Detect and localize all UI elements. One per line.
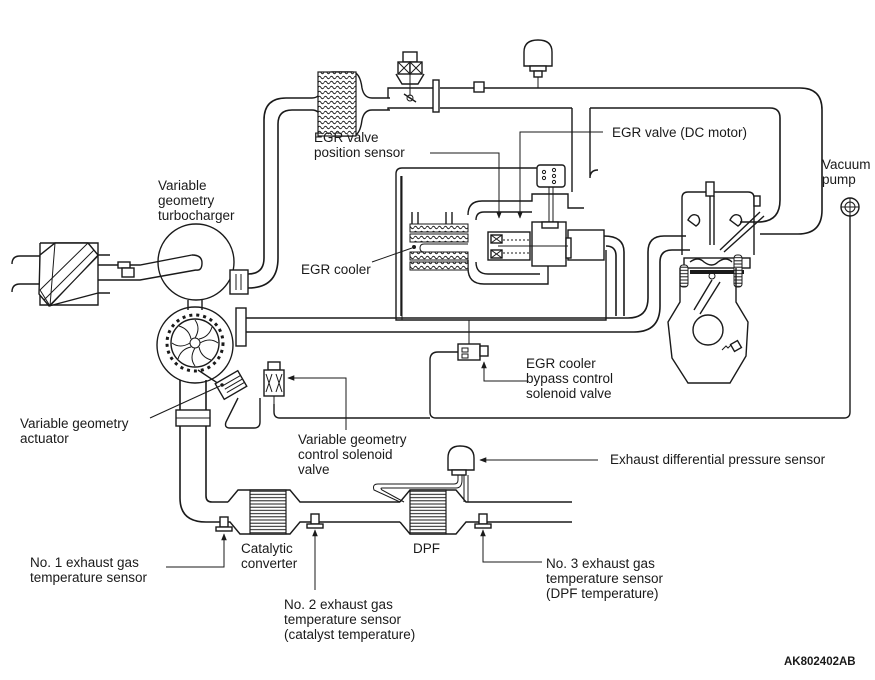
egr-valve-dc-motor [536, 164, 566, 224]
label-egr-valve-position-sensor: EGR valve position sensor [314, 130, 405, 160]
label-vacuum-pump: Vacuum pump [822, 157, 871, 187]
label-variable-geometry-turbocharger: Variable geometry turbocharger [158, 178, 235, 223]
boost-pressure-sensor [523, 39, 553, 88]
vacuum-pump [429, 197, 860, 419]
leader-lines [149, 131, 603, 590]
exhaust-differential-pressure-sensor [373, 445, 475, 503]
figure-code: AK802402AB [784, 656, 856, 668]
throttle-valve [395, 51, 425, 103]
air-cleaner [11, 242, 110, 307]
label-vg-control-solenoid-valve: Variable geometry control solenoid valve [298, 432, 407, 477]
label-no1-exhaust-temp-sensor: No. 1 exhaust gas temperature sensor [30, 555, 148, 585]
variable-geometry-turbocharger [156, 223, 249, 384]
label-exhaust-differential-pressure-sensor: Exhaust differential pressure sensor [610, 452, 826, 467]
intake-air-sensor [117, 261, 135, 278]
no1-exhaust-temp-sensor [215, 516, 233, 532]
egr-module-outline [395, 167, 607, 321]
egr-cooler [409, 212, 469, 271]
engine [667, 181, 765, 384]
label-egr-cooler: EGR cooler [301, 262, 371, 277]
boost-sensor-port [473, 81, 485, 93]
vg-control-solenoid-valve [263, 361, 430, 419]
label-egr-valve-dc-motor: EGR valve (DC motor) [612, 125, 748, 140]
label-no3-exhaust-temp-sensor: No. 3 exhaust gas temperature sensor (DP… [546, 556, 664, 601]
no2-exhaust-temp-sensor [306, 513, 324, 529]
label-egr-cooler-bypass-valve: EGR cooler bypass control solenoid valve [526, 356, 614, 401]
variable-geometry-actuator [197, 369, 261, 429]
no3-exhaust-temp-sensor [474, 513, 492, 529]
label-dpf: DPF [413, 541, 440, 556]
intercooler [311, 71, 390, 137]
label-no2-exhaust-temp-sensor: No. 2 exhaust gas temperature sensor (ca… [284, 597, 416, 642]
label-variable-geometry-actuator: Variable geometry actuator [20, 416, 129, 446]
dpf [399, 489, 572, 535]
egr-cooler-bypass-solenoid-valve [401, 176, 489, 361]
egr-valve [467, 193, 605, 285]
label-catalytic-converter: Catalytic converter [241, 541, 298, 571]
